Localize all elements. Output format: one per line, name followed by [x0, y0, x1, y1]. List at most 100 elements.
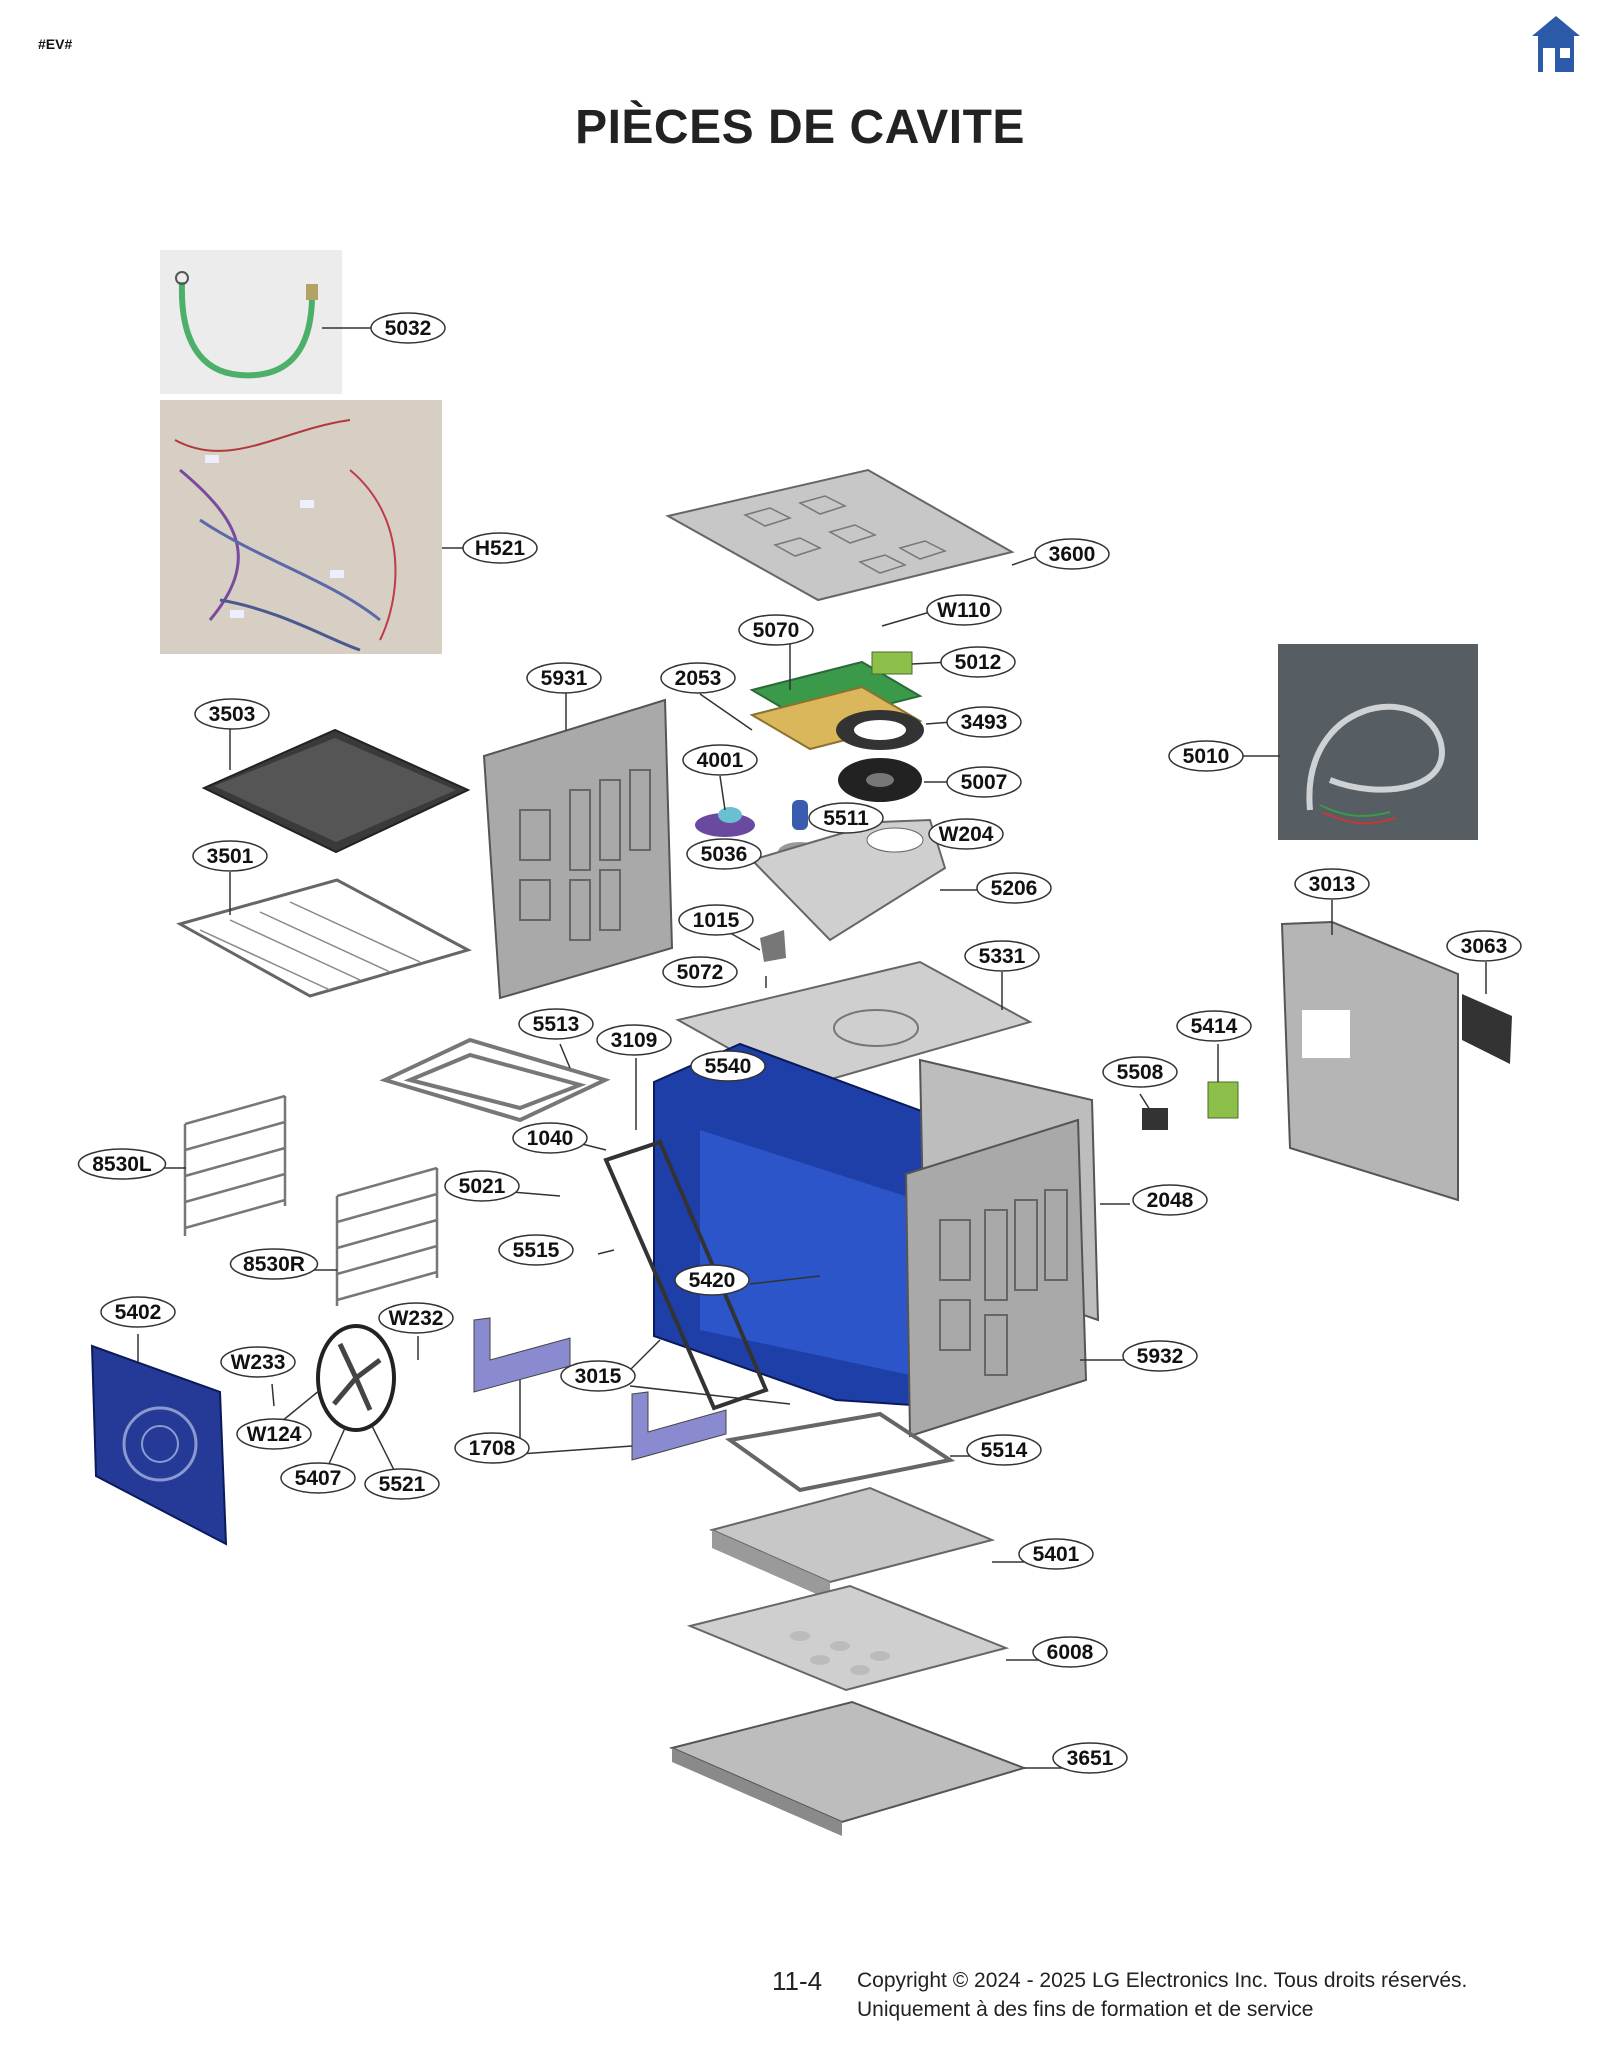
callout-1040: 1040 — [512, 1122, 588, 1154]
callout-bubble — [229, 1248, 319, 1280]
callout-5540: 5540 — [690, 1050, 766, 1082]
callout-label: 3063 — [1461, 935, 1508, 958]
callout-bubble — [526, 662, 602, 694]
callout-label: 6008 — [1047, 1641, 1094, 1664]
callout-bubble — [378, 1302, 454, 1334]
callout-2053: 2053 — [660, 662, 736, 694]
callout-label: 5540 — [705, 1055, 752, 1078]
callout-label: 3503 — [209, 703, 256, 726]
callout-label: 5070 — [753, 619, 800, 642]
callout-bubble — [1122, 1340, 1198, 1372]
callout-label: 8530R — [243, 1253, 305, 1276]
callout-bubble — [682, 744, 758, 776]
callout-label: 5420 — [689, 1269, 736, 1292]
callout-5514: 5514 — [966, 1434, 1042, 1466]
callout-label: 3651 — [1067, 1747, 1114, 1770]
callout-bubble — [964, 940, 1040, 972]
callout-bubble — [194, 698, 270, 730]
copyright-line-2: Uniquement à des fins de formation et de… — [857, 1998, 1314, 2021]
callout-bubble — [100, 1296, 176, 1328]
callout-bubble — [662, 956, 738, 988]
callout-bubble — [364, 1468, 440, 1500]
callout-label: W204 — [939, 823, 994, 846]
callout-bubble — [976, 872, 1052, 904]
callout-label: W124 — [247, 1423, 302, 1446]
callout-label: 8530L — [92, 1153, 152, 1176]
callout-3013: 3013 — [1294, 868, 1370, 900]
callout-w110: W110 — [926, 594, 1002, 626]
callout-8530l: 8530L — [77, 1148, 167, 1180]
callout-label: 3109 — [611, 1029, 658, 1052]
callout-label: W110 — [937, 599, 991, 622]
callout-label: 3493 — [961, 711, 1008, 734]
callout-bubble — [518, 1008, 594, 1040]
callout-label: 3501 — [207, 845, 254, 868]
callout-5206: 5206 — [976, 872, 1052, 904]
callout-3063: 3063 — [1446, 930, 1522, 962]
page-title: PIÈCES DE CAVITE — [575, 101, 1025, 154]
callout-label: 3600 — [1049, 543, 1096, 566]
callout-1708: 1708 — [454, 1432, 530, 1464]
callout-1015: 1015 — [678, 904, 754, 936]
callout-5036: 5036 — [686, 838, 762, 870]
callout-bubble — [928, 818, 1004, 850]
callout-bubble — [454, 1432, 530, 1464]
callout-label: 5511 — [823, 807, 869, 830]
photo-wire-harness — [160, 400, 442, 654]
callout-5407: 5407 — [280, 1462, 356, 1494]
callout-5508: 5508 — [1102, 1056, 1178, 1088]
callout-3501: 3501 — [192, 840, 268, 872]
callout-3651: 3651 — [1052, 1742, 1128, 1774]
callout-2048: 2048 — [1132, 1184, 1208, 1216]
callout-bubble — [1132, 1184, 1208, 1216]
callout-3503: 3503 — [194, 698, 270, 730]
callout-bubble — [444, 1170, 520, 1202]
callout-label: 1040 — [527, 1127, 574, 1150]
callout-w124: W124 — [236, 1418, 312, 1450]
callout-5420: 5420 — [674, 1264, 750, 1296]
callout-w233: W233 — [220, 1346, 296, 1378]
callout-bubble — [1294, 868, 1370, 900]
photo-ground-wire — [160, 250, 342, 394]
callout-bubble — [674, 1264, 750, 1296]
callout-bubble — [660, 662, 736, 694]
callout-label: 4001 — [697, 749, 744, 772]
callout-5032: 5032 — [370, 312, 446, 344]
callout-label: 5514 — [981, 1439, 1028, 1462]
callout-5414: 5414 — [1176, 1010, 1252, 1042]
callout-3015: 3015 — [560, 1360, 636, 1392]
callout-label: 5402 — [115, 1301, 162, 1324]
callout-3493: 3493 — [946, 706, 1022, 738]
callout-bubble — [370, 312, 446, 344]
callout-5513: 5513 — [518, 1008, 594, 1040]
callout-bubble — [77, 1148, 167, 1180]
callout-label: 3015 — [575, 1365, 622, 1388]
callout-bubble — [1032, 1636, 1108, 1668]
callout-label: W233 — [231, 1351, 286, 1374]
callout-5010: 5010 — [1168, 740, 1244, 772]
callout-label: 5012 — [955, 651, 1002, 674]
callout-label: 5513 — [533, 1013, 580, 1036]
photo-conduit-cable — [1278, 644, 1478, 840]
callout-bubble — [690, 1050, 766, 1082]
callout-label: 5521 — [379, 1473, 426, 1496]
callout-label: 2048 — [1147, 1189, 1194, 1212]
callout-bubble — [1052, 1742, 1128, 1774]
callout-bubble — [1168, 740, 1244, 772]
home-icon[interactable] — [1530, 14, 1582, 76]
callout-bubble — [596, 1024, 672, 1056]
callout-label: W232 — [389, 1307, 444, 1330]
callout-bubble — [926, 594, 1002, 626]
callout-label: 2053 — [675, 667, 722, 690]
leader-lines — [137, 327, 1487, 1769]
callout-label: 5401 — [1033, 1543, 1080, 1566]
callout-label: 5007 — [961, 771, 1008, 794]
callout-label: 5931 — [541, 667, 588, 690]
callout-bubble — [560, 1360, 636, 1392]
callout-bubble — [192, 840, 268, 872]
callout-bubble — [946, 766, 1022, 798]
callout-5072: 5072 — [662, 956, 738, 988]
callout-bubble — [220, 1346, 296, 1378]
